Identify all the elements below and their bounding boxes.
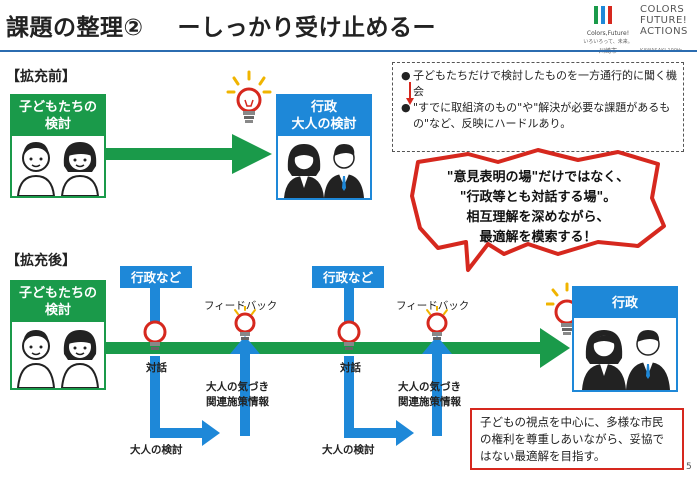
after-section-label: 【拡充後】	[6, 253, 76, 269]
logo-tagline-sub: いろいろって、未来。	[583, 39, 633, 45]
bubble-line: "意見表明の場"だけではなく、	[446, 170, 630, 185]
before-children-box: 子どもたちの 検討	[12, 96, 104, 136]
before-gov-panel: 行政 大人の検討	[276, 94, 372, 200]
notice-label-1: 大人の気づき 関連施策情報	[206, 381, 269, 408]
logo-tagline: Colors,Future!	[586, 30, 630, 37]
children-people-icon	[16, 330, 100, 389]
bubble-line: "行政等とも対話する場"。	[459, 190, 617, 205]
page-number: 5	[686, 462, 692, 472]
lightbulb-icon	[337, 320, 361, 350]
before-note-item: ● 子どもたちだけで検討したものを一方通行的に聞く機会	[401, 68, 677, 100]
children-people-icon	[16, 142, 100, 197]
bubble-text: "意見表明の場"だけではなく、 "行政等とも対話する場"。 相互理解を深めながら…	[420, 168, 656, 248]
adult-review-label-1: 大人の検討	[130, 444, 183, 456]
adult-review-arrow-1	[202, 420, 220, 446]
dialog-label-2: 対話	[340, 362, 361, 374]
before-section-label: 【拡充前】	[6, 69, 76, 85]
header-rule	[0, 50, 697, 52]
after-gov-panel: 行政	[572, 286, 678, 392]
summary-box: 子どもの視点を中心に、多様な市民の権利を尊重しあいながら、妥協ではない最適解を目…	[470, 408, 684, 470]
title-main: 課題の整理②	[6, 15, 144, 41]
before-note-text: "すでに取組済のもの"や"解決が必要な課題があるもの"など、反映にハードルあり。	[413, 101, 671, 130]
speech-bubble-icon	[410, 148, 666, 272]
feedback-label-1: フィードバック	[204, 300, 278, 312]
feedback-label-2: フィードバック	[396, 300, 470, 312]
before-note-text: 子どもたちだけで検討したものを一方通行的に聞く機会	[413, 69, 677, 98]
notice-label-2: 大人の気づき 関連施策情報	[398, 381, 461, 408]
lightbulb-icon	[426, 306, 448, 340]
gov-tag-2: 行政など	[312, 266, 384, 288]
lightbulb-icon	[143, 320, 167, 350]
logo-word: ACTIONS	[640, 26, 688, 37]
adults-people-icon	[284, 144, 364, 198]
adult-review-arrow-2	[396, 420, 414, 446]
feedback-arrow-1	[230, 336, 260, 354]
title-sub: ーしっかり受け止めるー	[177, 15, 436, 41]
feedback-arrow-2	[422, 336, 452, 354]
bullet-icon: ●	[401, 69, 411, 82]
page-title: 課題の整理② ーしっかり受け止めるー	[6, 8, 436, 42]
dialog-label-1: 対話	[146, 362, 167, 374]
after-children-box: 子どもたちの 検討	[12, 282, 104, 322]
after-flow-diagram	[106, 288, 570, 446]
gov-tag-1: 行政など	[120, 266, 192, 288]
lightbulb-icon	[234, 306, 256, 340]
before-note-item: ● "すでに取組済のもの"や"解決が必要な課題があるもの"など、反映にハードルあ…	[401, 100, 677, 132]
after-main-arrow-shaft	[106, 342, 546, 354]
after-children-panel: 子どもたちの 検討	[10, 280, 106, 390]
bullet-icon: ●	[401, 101, 411, 114]
adults-people-icon	[582, 330, 670, 390]
down-arrow-icon	[406, 82, 414, 105]
before-gov-box: 行政 大人の検討	[278, 96, 370, 136]
logo-bars-icon	[594, 6, 615, 28]
logo-words: COLORS FUTURE! ACTIONS	[640, 4, 688, 37]
lightbulb-icon	[226, 70, 272, 123]
adult-review-label-2: 大人の検討	[322, 444, 375, 456]
before-children-panel: 子どもたちの 検討	[10, 94, 106, 198]
after-gov-box: 行政	[574, 288, 676, 318]
logo-word: FUTURE!	[640, 15, 688, 26]
bubble-line: 最適解を模索する！	[479, 230, 597, 245]
before-notes-box: ● 子どもたちだけで検討したものを一方通行的に聞く機会 ● "すでに取組済のもの…	[392, 62, 684, 152]
logo-word: COLORS	[640, 4, 685, 15]
after-main-arrow-head	[540, 328, 570, 368]
bubble-line: 相互理解を深めながら、	[466, 210, 610, 225]
before-flow-arrow-icon	[106, 134, 272, 174]
